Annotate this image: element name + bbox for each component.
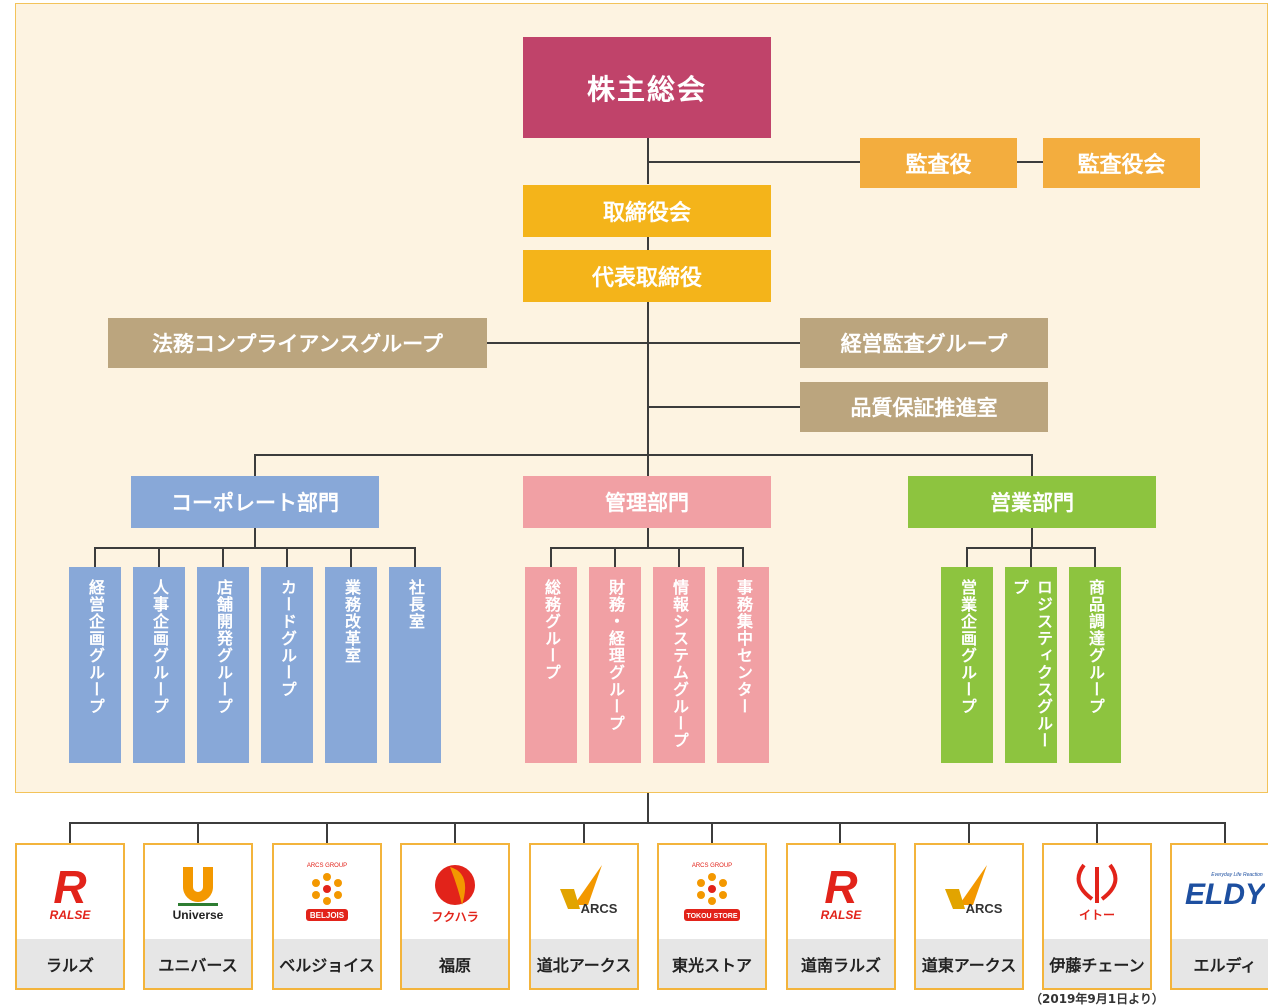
- unit-label: 営業企画グループ: [958, 579, 977, 715]
- effective-date-note: （2019年9月1日より）: [1030, 992, 1164, 1006]
- svg-text:R: R: [53, 861, 86, 913]
- logo-text: ARCS GROUP: [692, 863, 732, 869]
- unit-box: 商品調達グループ: [1069, 567, 1121, 763]
- company-name: ラルズ: [17, 939, 123, 988]
- company-card-fukuhara: フクハラ 福原: [400, 843, 510, 990]
- sales-division-box: 営業部門: [908, 476, 1156, 528]
- unit-label: カードグループ: [278, 579, 297, 698]
- unit-box: カードグループ: [261, 567, 313, 763]
- logo-text: RALSE: [821, 908, 863, 922]
- representative-box: 代表取締役: [523, 250, 771, 302]
- unit-box: 店舗開発グループ: [197, 567, 249, 763]
- logo-text: フクハラ: [431, 910, 478, 924]
- unit-label: 財務・経理グループ: [606, 579, 625, 732]
- company-name: 道南ラルズ: [788, 939, 894, 988]
- logo-text: Everyday Life Reaction: [1211, 872, 1263, 878]
- company-card-donan-ralse: R RALSE 道南ラルズ: [786, 843, 896, 990]
- unit-label: 店舗開発グループ: [214, 579, 233, 715]
- company-card-dohoku-arcs: ARCS 道北アークス: [529, 843, 639, 990]
- logo-text: ARCS: [966, 901, 1003, 916]
- unit-label: 人事企画グループ: [150, 579, 169, 715]
- ralse-logo-icon: R RALSE: [788, 845, 894, 939]
- company-name: 東光ストア: [659, 939, 765, 988]
- quality-assurance-box: 品質保証推進室: [800, 382, 1048, 432]
- unit-label: 商品調達グループ: [1086, 579, 1105, 715]
- unit-label: 事務集中センター: [734, 579, 753, 715]
- eldy-logo-icon: Everyday Life Reaction ELDY: [1172, 845, 1268, 939]
- logo-text: ARCS GROUP: [307, 863, 347, 869]
- beljois-logo-icon: ARCS GROUP BELJOIS: [274, 845, 380, 939]
- unit-label: 経営企画グループ: [86, 579, 105, 715]
- unit-box: 営業企画グループ: [941, 567, 993, 763]
- company-card-doto-arcs: ARCS 道東アークス: [914, 843, 1024, 990]
- company-name: エルディ: [1172, 939, 1268, 988]
- unit-box: 情報システムグループ: [653, 567, 705, 763]
- unit-label: ロジスティクスグループ: [1010, 579, 1053, 749]
- ralse-logo-icon: R RALSE: [17, 845, 123, 939]
- logo-text: Universe: [173, 908, 224, 922]
- company-name: 福原: [402, 939, 508, 988]
- arcs-logo-icon: ARCS: [531, 845, 637, 939]
- unit-label: 業務改革室: [342, 579, 361, 664]
- unit-label: 総務グループ: [542, 579, 561, 681]
- unit-box: 総務グループ: [525, 567, 577, 763]
- logo-text: イトー: [1079, 908, 1115, 922]
- company-name: 道東アークス: [916, 939, 1022, 988]
- shareholders-box: 株主総会: [523, 37, 771, 138]
- company-card-ralse: R RALSE ラルズ: [15, 843, 125, 990]
- company-name: ユニバース: [145, 939, 251, 988]
- admin-division-box: 管理部門: [523, 476, 771, 528]
- company-name: ベルジョイス: [274, 939, 380, 988]
- unit-box: 人事企画グループ: [133, 567, 185, 763]
- arcs-logo-icon: ARCS: [916, 845, 1022, 939]
- company-name: 伊藤チェーン: [1044, 939, 1150, 988]
- logo-text: TOKOU STORE: [686, 913, 737, 920]
- fukuhara-logo-icon: フクハラ: [402, 845, 508, 939]
- company-card-tokou-store: ARCS GROUP TOKOU STORE 東光ストア: [657, 843, 767, 990]
- svg-text:R: R: [824, 861, 857, 913]
- unit-box: 財務・経理グループ: [589, 567, 641, 763]
- management-audit-box: 経営監査グループ: [800, 318, 1048, 368]
- company-card-universe: Universe ユニバース: [143, 843, 253, 990]
- unit-box: ロジスティクスグループ: [1005, 567, 1057, 763]
- logo-text: ARCS: [581, 901, 618, 916]
- board-box: 取締役会: [523, 185, 771, 237]
- unit-box: 業務改革室: [325, 567, 377, 763]
- legal-compliance-box: 法務コンプライアンスグループ: [108, 318, 487, 368]
- unit-label: 情報システムグループ: [670, 579, 689, 749]
- logo-text: RALSE: [50, 908, 92, 922]
- company-name: 道北アークス: [531, 939, 637, 988]
- auditor-box: 監査役: [860, 138, 1017, 188]
- unit-box: 経営企画グループ: [69, 567, 121, 763]
- corporate-division-box: コーポレート部門: [131, 476, 379, 528]
- unit-box: 社長室: [389, 567, 441, 763]
- unit-label: 社長室: [406, 579, 425, 630]
- logo-text: BELJOIS: [310, 911, 345, 920]
- company-card-ito-chain: イトー 伊藤チェーン: [1042, 843, 1152, 990]
- company-card-beljois: ARCS GROUP BELJOIS ベルジョイス: [272, 843, 382, 990]
- tokou-store-logo-icon: ARCS GROUP TOKOU STORE: [659, 845, 765, 939]
- unit-box: 事務集中センター: [717, 567, 769, 763]
- logo-text: ELDY: [1185, 878, 1265, 911]
- ito-logo-icon: イトー: [1044, 845, 1150, 939]
- audit-board-box: 監査役会: [1043, 138, 1200, 188]
- company-card-eldy: Everyday Life Reaction ELDY エルディ: [1170, 843, 1268, 990]
- universe-logo-icon: Universe: [145, 845, 251, 939]
